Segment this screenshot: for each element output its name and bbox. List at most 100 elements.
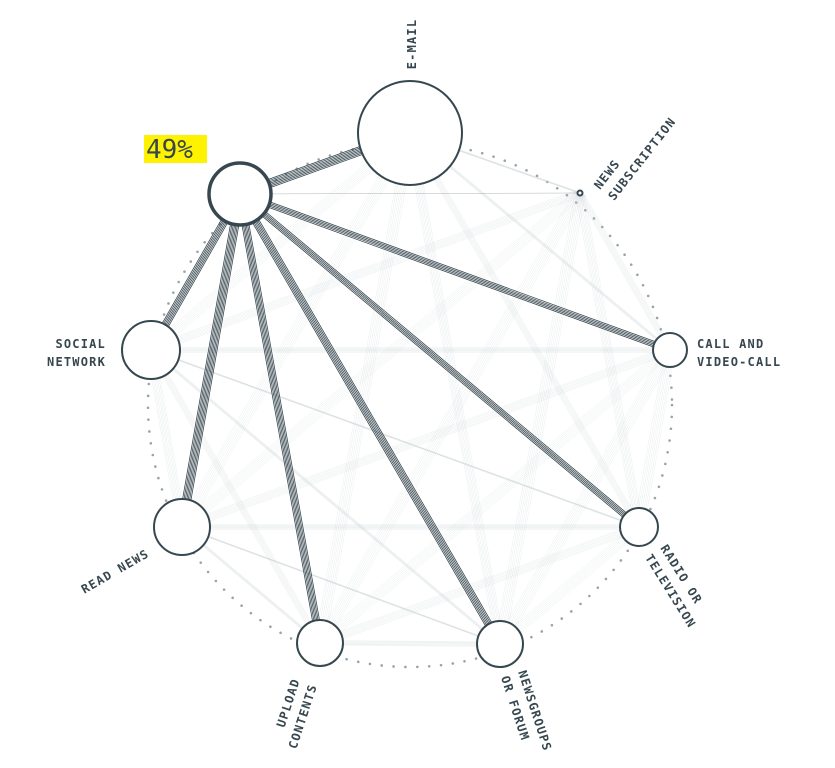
background-link xyxy=(183,350,672,529)
node-upload[interactable] xyxy=(296,619,344,667)
ring-dot xyxy=(492,155,495,158)
node-news-subscription[interactable] xyxy=(576,189,584,197)
background-link xyxy=(178,525,497,643)
background-link xyxy=(149,348,638,527)
background-link xyxy=(324,135,416,646)
background-link xyxy=(498,192,579,644)
link-read-news xyxy=(185,194,245,528)
background-link xyxy=(150,192,581,351)
node-call-video[interactable] xyxy=(652,332,688,368)
background-link xyxy=(638,349,671,528)
ring-dot xyxy=(203,240,206,244)
background-link xyxy=(412,134,504,646)
ring-dot xyxy=(356,660,360,664)
background-link xyxy=(155,352,505,647)
ring-dot xyxy=(222,588,226,591)
ring-dot xyxy=(616,243,619,247)
node-radio-tv[interactable] xyxy=(619,507,659,547)
background-link xyxy=(494,190,576,642)
node-selected[interactable] xyxy=(207,161,273,227)
background-link xyxy=(409,132,671,351)
ring-dot xyxy=(588,594,591,598)
background-link xyxy=(150,349,640,528)
background-link xyxy=(324,352,675,646)
background-link xyxy=(411,133,502,645)
link-read-news xyxy=(178,193,238,527)
ring-dot xyxy=(259,618,262,622)
ring-dot xyxy=(596,586,600,589)
link-newsgroups xyxy=(241,192,503,644)
ring-dot xyxy=(669,374,672,378)
ring-dot xyxy=(147,418,150,421)
ring-dot xyxy=(199,561,203,564)
background-link xyxy=(176,130,406,525)
ring-dot xyxy=(525,169,528,172)
background-link xyxy=(183,133,412,528)
background-link xyxy=(635,348,668,526)
node-social[interactable] xyxy=(121,320,181,380)
link-upload xyxy=(237,194,319,644)
background-link xyxy=(582,194,643,529)
background-link xyxy=(501,527,641,645)
node-read-news[interactable] xyxy=(153,498,211,556)
background-link xyxy=(155,352,644,530)
background-link xyxy=(409,132,640,528)
background-link xyxy=(181,526,501,645)
background-link xyxy=(321,133,412,644)
ring-dot xyxy=(474,657,478,660)
background-link xyxy=(495,524,635,642)
background-link xyxy=(498,526,638,644)
ring-dot xyxy=(160,488,164,491)
ring-dot xyxy=(469,148,473,152)
background-link xyxy=(579,192,671,351)
background-link xyxy=(584,195,676,353)
ring-dot xyxy=(653,496,657,500)
ring-dot xyxy=(503,159,507,163)
ring-dot xyxy=(214,579,218,583)
ring-dot xyxy=(612,568,615,572)
link-upload xyxy=(240,193,322,643)
background-link xyxy=(411,133,672,351)
background-link xyxy=(414,135,506,647)
background-link xyxy=(180,348,669,527)
link-read-news xyxy=(182,194,242,528)
label-read-news: READ NEWS xyxy=(79,546,152,596)
background-link xyxy=(318,525,638,643)
background-link xyxy=(178,348,667,526)
background-link xyxy=(315,524,635,641)
background-link xyxy=(319,526,640,644)
percent-label: 49% xyxy=(146,135,193,165)
background-link xyxy=(149,132,409,350)
background-link xyxy=(404,130,496,642)
background-link xyxy=(318,641,499,644)
background-link xyxy=(186,529,325,646)
ring-dot xyxy=(646,294,650,298)
ring-dot xyxy=(451,662,455,665)
background-link xyxy=(503,528,643,646)
ring-dot xyxy=(196,250,199,254)
background-link xyxy=(496,191,578,643)
link-upload xyxy=(243,193,324,643)
node-email[interactable] xyxy=(357,80,463,186)
background-link xyxy=(414,135,645,530)
background-link xyxy=(177,524,496,642)
background-link xyxy=(185,528,504,646)
background-link xyxy=(581,193,641,528)
background-link xyxy=(408,132,499,644)
background-link xyxy=(152,133,412,351)
background-link xyxy=(316,641,497,643)
background-link xyxy=(498,349,669,644)
background-link xyxy=(186,135,416,530)
background-link xyxy=(147,348,636,526)
label-line: NETWORK xyxy=(47,355,106,369)
background-link xyxy=(185,194,584,529)
background-link xyxy=(318,349,669,643)
label-line: READ NEWS xyxy=(79,546,152,596)
node-newsgroups[interactable] xyxy=(476,620,524,668)
ring-dot xyxy=(345,657,348,661)
ring-dot xyxy=(392,665,395,668)
ring-dot xyxy=(149,441,153,445)
ring-dot xyxy=(666,450,669,454)
background-link xyxy=(324,195,586,646)
